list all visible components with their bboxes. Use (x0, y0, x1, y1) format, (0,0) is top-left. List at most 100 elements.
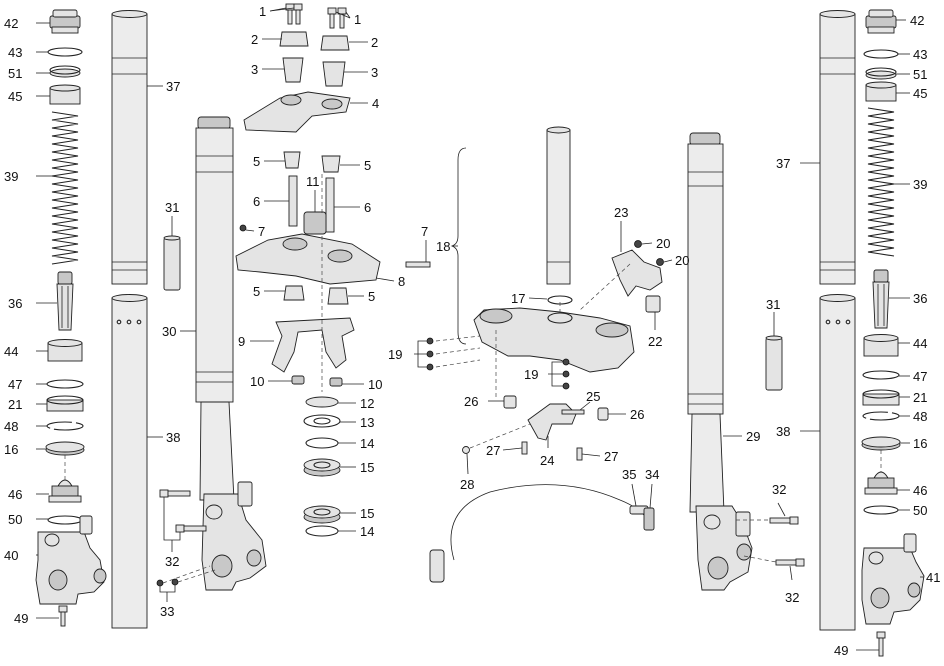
callout-35: 35 (622, 467, 636, 482)
callout-8: 8 (398, 274, 405, 289)
callout-46-right: 46 (913, 483, 927, 498)
part-50-left (47, 515, 83, 525)
callout-47-right: 47 (913, 369, 927, 384)
right-internals (861, 9, 925, 657)
callout-15-top: 15 (360, 460, 374, 475)
callout-25: 25 (586, 389, 600, 404)
callout-5-top-left: 5 (253, 154, 260, 169)
callout-2-left: 2 (251, 32, 258, 47)
callout-4: 4 (372, 96, 379, 111)
callout-22: 22 (648, 334, 662, 349)
callout-21-right: 21 (913, 390, 927, 405)
callout-51-right: 51 (913, 67, 927, 82)
part-49-left (58, 605, 68, 627)
steering-assembly (426, 126, 664, 583)
callout-19-centre: 19 (524, 367, 538, 382)
part-46-left (48, 479, 82, 503)
part-51-left (49, 65, 81, 78)
part-31-left (163, 235, 181, 291)
callout-42-left: 42 (4, 16, 18, 31)
callout-33: 33 (160, 604, 174, 619)
callout-39-right: 39 (913, 177, 927, 192)
callout-17: 17 (511, 291, 525, 306)
callout-1-left: 1 (259, 4, 266, 19)
centre-triple-clamp (235, 3, 431, 537)
leader-lines (36, 7, 924, 651)
callout-12: 12 (360, 396, 374, 411)
callout-48-left: 48 (4, 419, 18, 434)
left-fork-assembled-30 (195, 116, 267, 591)
callout-36-left: 36 (8, 296, 22, 311)
callout-20-bottom: 20 (675, 253, 689, 268)
callout-15-bottom: 15 (360, 506, 374, 521)
left-tube-38 (111, 294, 148, 629)
callout-37-right: 37 (776, 156, 790, 171)
callout-45-left: 45 (8, 89, 22, 104)
callout-13: 13 (360, 415, 374, 430)
callout-5-bottom-right: 5 (368, 289, 375, 304)
callout-32-left: 32 (165, 554, 179, 569)
callout-10-left: 10 (250, 374, 264, 389)
callout-36-right: 36 (913, 291, 927, 306)
callout-31-left: 31 (165, 200, 179, 215)
callout-47-left: 47 (8, 377, 22, 392)
callout-14-bottom: 14 (360, 524, 374, 539)
callout-28: 28 (460, 477, 474, 492)
callout-38-left: 38 (166, 430, 180, 445)
callout-50-left: 50 (8, 512, 22, 527)
callout-10-right: 10 (368, 377, 382, 392)
part-36-left (56, 271, 74, 331)
part-33-left-bolts (156, 565, 216, 587)
callout-43-left: 43 (8, 45, 22, 60)
callout-23: 23 (614, 205, 628, 220)
callout-27-right: 27 (604, 449, 618, 464)
part-32-right-bolts (736, 516, 805, 567)
part-21-left (46, 395, 84, 412)
callout-1-right: 1 (354, 12, 361, 27)
part-45-left (49, 84, 81, 105)
right-fork-assembled-29 (687, 132, 753, 591)
left-internals (35, 9, 107, 627)
callout-31-right: 31 (766, 297, 780, 312)
callout-26-left: 26 (464, 394, 478, 409)
callout-39-left: 39 (4, 169, 18, 184)
part-48-left (46, 421, 84, 431)
part-42-left (49, 9, 81, 34)
callout-5-bottom-left: 5 (253, 284, 260, 299)
callout-11: 11 (306, 174, 320, 189)
callout-34: 34 (645, 467, 659, 482)
callout-32-right-bottom: 32 (785, 590, 799, 605)
callout-40-left: 40 (4, 548, 18, 563)
callout-44-left: 44 (4, 344, 18, 359)
callout-48-right: 48 (913, 409, 927, 424)
left-tube-37 (111, 10, 148, 285)
part-32-left-bolts (159, 489, 207, 533)
part-31-right (765, 335, 783, 391)
callout-32-right-top: 32 (772, 482, 786, 497)
callout-16-right: 16 (913, 436, 927, 451)
callout-49-left: 49 (14, 611, 28, 626)
callout-2-right: 2 (371, 35, 378, 50)
callout-50-right: 50 (913, 503, 927, 518)
right-tube-38 (819, 294, 856, 631)
callout-29: 29 (746, 429, 760, 444)
part-16-left (45, 441, 85, 456)
callout-43-right: 43 (913, 47, 927, 62)
callout-20-top: 20 (656, 236, 670, 251)
callout-27-left: 27 (486, 443, 500, 458)
callout-3-right: 3 (371, 65, 378, 80)
callout-19-left: 19 (388, 347, 402, 362)
callout-51-left: 51 (8, 66, 22, 81)
callout-38-right: 38 (776, 424, 790, 439)
callout-5-top-right: 5 (364, 158, 371, 173)
callout-26-right: 26 (630, 407, 644, 422)
callout-46-left: 46 (8, 487, 22, 502)
part-39-left-spring (51, 111, 79, 265)
callout-41: 41 (926, 570, 940, 585)
callout-21-left: 21 (8, 397, 22, 412)
callout-44-right: 44 (913, 336, 927, 351)
callout-42-right: 42 (910, 13, 924, 28)
part-47-left (46, 379, 84, 389)
callout-labels: 42 43 51 45 39 36 44 47 21 48 16 46 50 4… (4, 4, 940, 658)
